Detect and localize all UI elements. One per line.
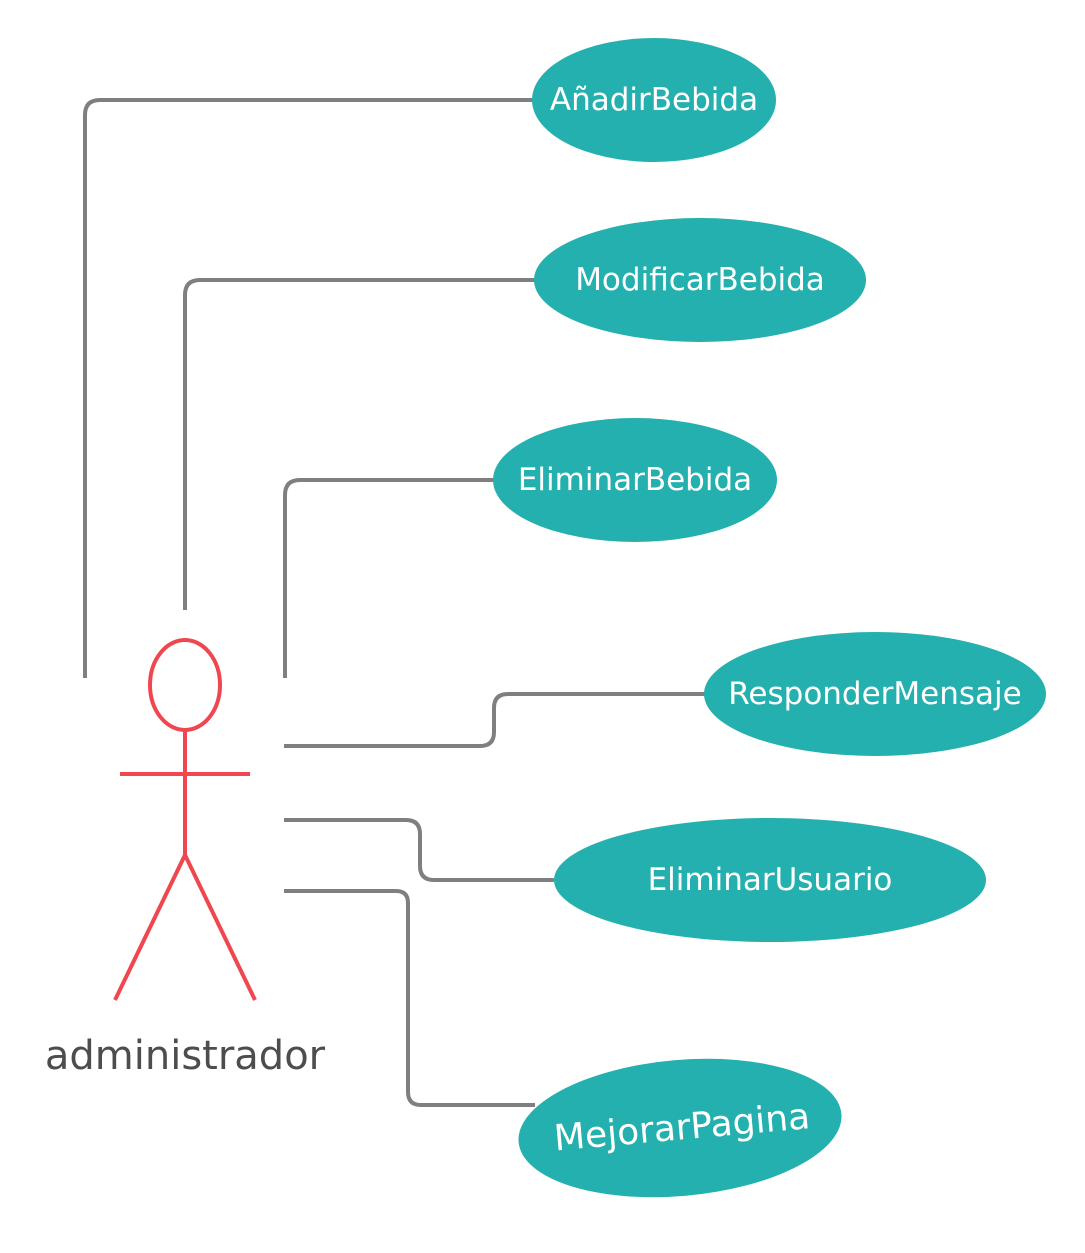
use-case-mejorar-pagina[interactable]: MejorarPagina bbox=[513, 1046, 848, 1210]
association-anadir-bebida bbox=[83, 98, 533, 678]
use-case-label: ModificarBebida bbox=[575, 262, 825, 298]
use-case-eliminar-bebida[interactable]: EliminarBebida bbox=[493, 418, 777, 542]
use-case-label: EliminarBebida bbox=[518, 462, 752, 498]
use-case-ellipse bbox=[532, 38, 776, 162]
use-case-ellipse bbox=[534, 218, 866, 342]
association-eliminar-bebida bbox=[283, 478, 495, 678]
association-mejorar-pagina bbox=[284, 889, 535, 1107]
use-case-ellipse bbox=[493, 418, 777, 542]
use-case-eliminar-usuario[interactable]: EliminarUsuario bbox=[554, 818, 986, 942]
actor-head bbox=[148, 638, 222, 732]
use-case-label: ResponderMensaje bbox=[728, 676, 1021, 712]
actor-label: administrador bbox=[45, 1033, 326, 1079]
use-case-ellipse bbox=[704, 632, 1046, 756]
actor-left-leg bbox=[113, 854, 187, 1001]
association-modificar-bebida bbox=[183, 278, 535, 610]
actor-figure bbox=[113, 638, 257, 1001]
association-eliminar-usuario bbox=[284, 818, 554, 882]
use-case-label: AñadirBebida bbox=[550, 82, 758, 118]
use-case-anadir-bebida[interactable]: AñadirBebida bbox=[532, 38, 776, 162]
association-responder-mensaje bbox=[284, 692, 706, 748]
use-case-ellipse bbox=[554, 818, 986, 942]
use-case-label: EliminarUsuario bbox=[648, 862, 893, 898]
use-case-ellipse bbox=[518, 1058, 842, 1198]
use-case-modificar-bebida[interactable]: ModificarBebida bbox=[534, 218, 866, 342]
actor-right-leg bbox=[183, 854, 257, 1001]
use-case-responder-mensaje[interactable]: ResponderMensaje bbox=[704, 632, 1046, 756]
